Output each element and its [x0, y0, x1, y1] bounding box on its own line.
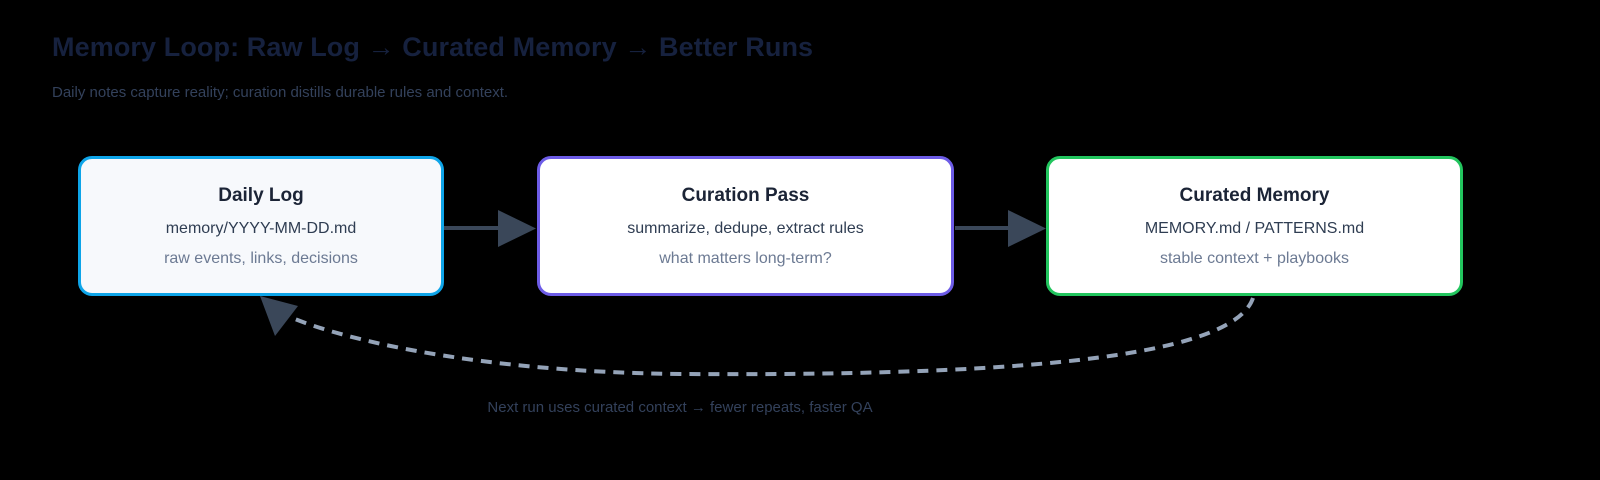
connector-curation-pass-to-curated-memory [955, 210, 1046, 247]
card-description: raw events, links, decisions [164, 249, 358, 267]
flow-card-curated-memory[interactable]: Curated Memory MEMORY.md / PATTERNS.md s… [1046, 156, 1463, 296]
card-path-text: memory/YYYY-MM-DD.md [165, 219, 357, 237]
card-title: Curated Memory [1179, 184, 1330, 206]
flow-card-curation-pass[interactable]: Curation Pass summarize, dedupe, extract… [537, 156, 954, 296]
connector-daily-log-to-curation-pass [444, 210, 536, 247]
card-description: what matters long-term? [659, 249, 832, 267]
card-description: stable context + playbooks [1159, 249, 1349, 267]
feedback-loop-curated-memory-to-daily-log [260, 296, 1255, 377]
card-title: Curation Pass [681, 184, 810, 206]
card-title: Daily Log [218, 184, 304, 206]
page-subtitle: Daily notes capture reality; curation di… [52, 84, 509, 101]
flow-card-daily-log[interactable]: Daily Log memory/YYYY-MM-DD.md raw event… [78, 156, 444, 296]
card-path-text: MEMORY.md / PATTERNS.md [1144, 219, 1365, 237]
page-title: Memory Loop: Raw Log → Curated Memory → … [52, 32, 814, 62]
feedback-loop-caption: Next run uses curated context → fewer re… [487, 399, 873, 416]
card-path-text: summarize, dedupe, extract rules [627, 219, 864, 237]
